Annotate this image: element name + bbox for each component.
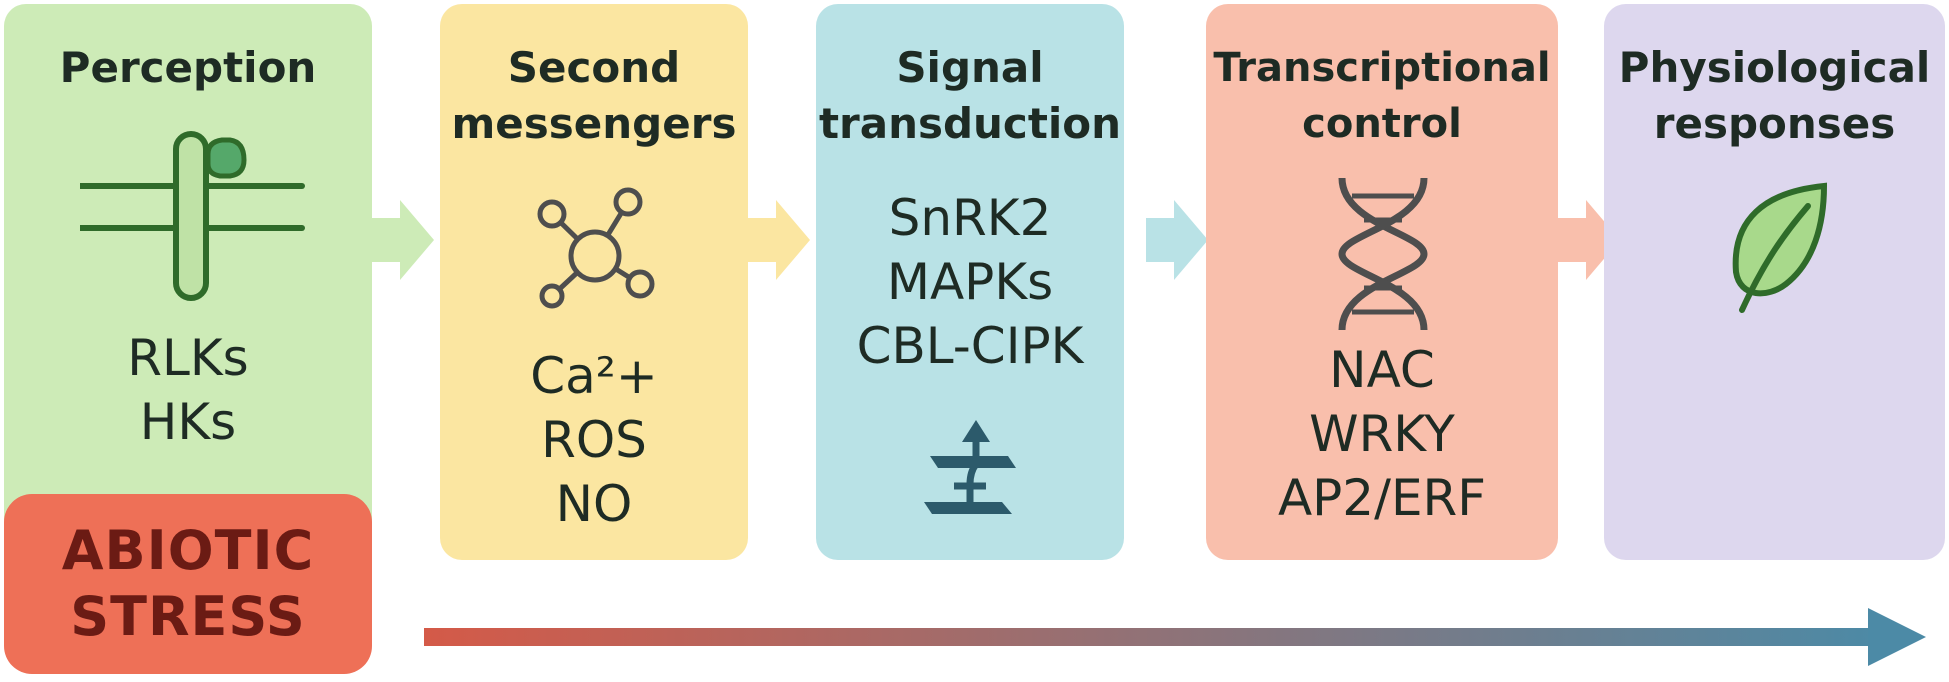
stage-item: HKs [139,393,237,451]
progress-arrow [424,608,1926,666]
molecule-network-icon [537,187,655,309]
stage-item: ROS [541,411,647,469]
dna-helix-icon [1338,177,1428,331]
stage-item: CBL-CIPK [856,317,1084,375]
stage-perception: Perception RLKs HKs [4,4,372,560]
stage-signal-transduction: Signal transduction SnRK2 MAPKs CBL-CIPK [816,4,1124,560]
stage-item: SnRK2 [888,189,1052,247]
stage-items: SnRK2 MAPKs CBL-CIPK [816,186,1124,378]
connector-arrow [748,200,810,280]
cascade-arrow-icon [924,420,1016,514]
stage-item: AP2/ERF [1277,469,1487,527]
stage-item: NAC [1329,341,1435,399]
stage-second-messengers: Second messengers Ca²+ ROS NO [440,4,748,560]
abiotic-stress-box: ABIOTIC STRESS [4,494,372,674]
stage-title: Second messengers [440,40,748,152]
stage-title: Signal transduction [816,40,1124,152]
stage-physiological-responses: Physiological responses [1604,4,1945,560]
stage-items: RLKs HKs [4,326,372,454]
stage-title-line: transduction [818,99,1122,148]
stage-title-line: messengers [451,99,737,148]
stage-item: RLKs [127,329,249,387]
stage-title-line: Transcriptional [1213,45,1551,91]
stage-items: NAC WRKY AP2/ERF [1206,338,1558,530]
stage-item: MAPKs [886,253,1054,311]
stage-title-line: Signal [896,43,1044,92]
stage-item: NO [555,475,633,533]
connector-arrow [372,200,434,280]
stage-title: Transcriptional control [1206,40,1558,152]
stage-title-line: control [1302,101,1462,147]
stage-items: Ca²+ ROS NO [440,344,748,536]
stage-transcriptional-control: Transcriptional control NAC WRKY AP2/ERF [1206,4,1558,560]
stress-label-line: ABIOTIC [61,519,315,582]
leaf-icon [1732,182,1828,313]
stage-title-line: Second [507,43,681,92]
stage-title: Physiological responses [1604,40,1945,152]
stage-title-line: responses [1653,99,1896,148]
membrane-receptor-icon [80,131,305,301]
connector-arrow [1558,200,1620,280]
stage-title: Perception [4,40,372,96]
stage-item: Ca²+ [530,347,658,405]
connector-arrow [1146,200,1208,280]
stage-item: WRKY [1309,405,1455,463]
stress-label-line: STRESS [70,585,306,648]
stage-title-line: Physiological [1618,43,1931,92]
stage-title-line: Perception [59,43,317,92]
